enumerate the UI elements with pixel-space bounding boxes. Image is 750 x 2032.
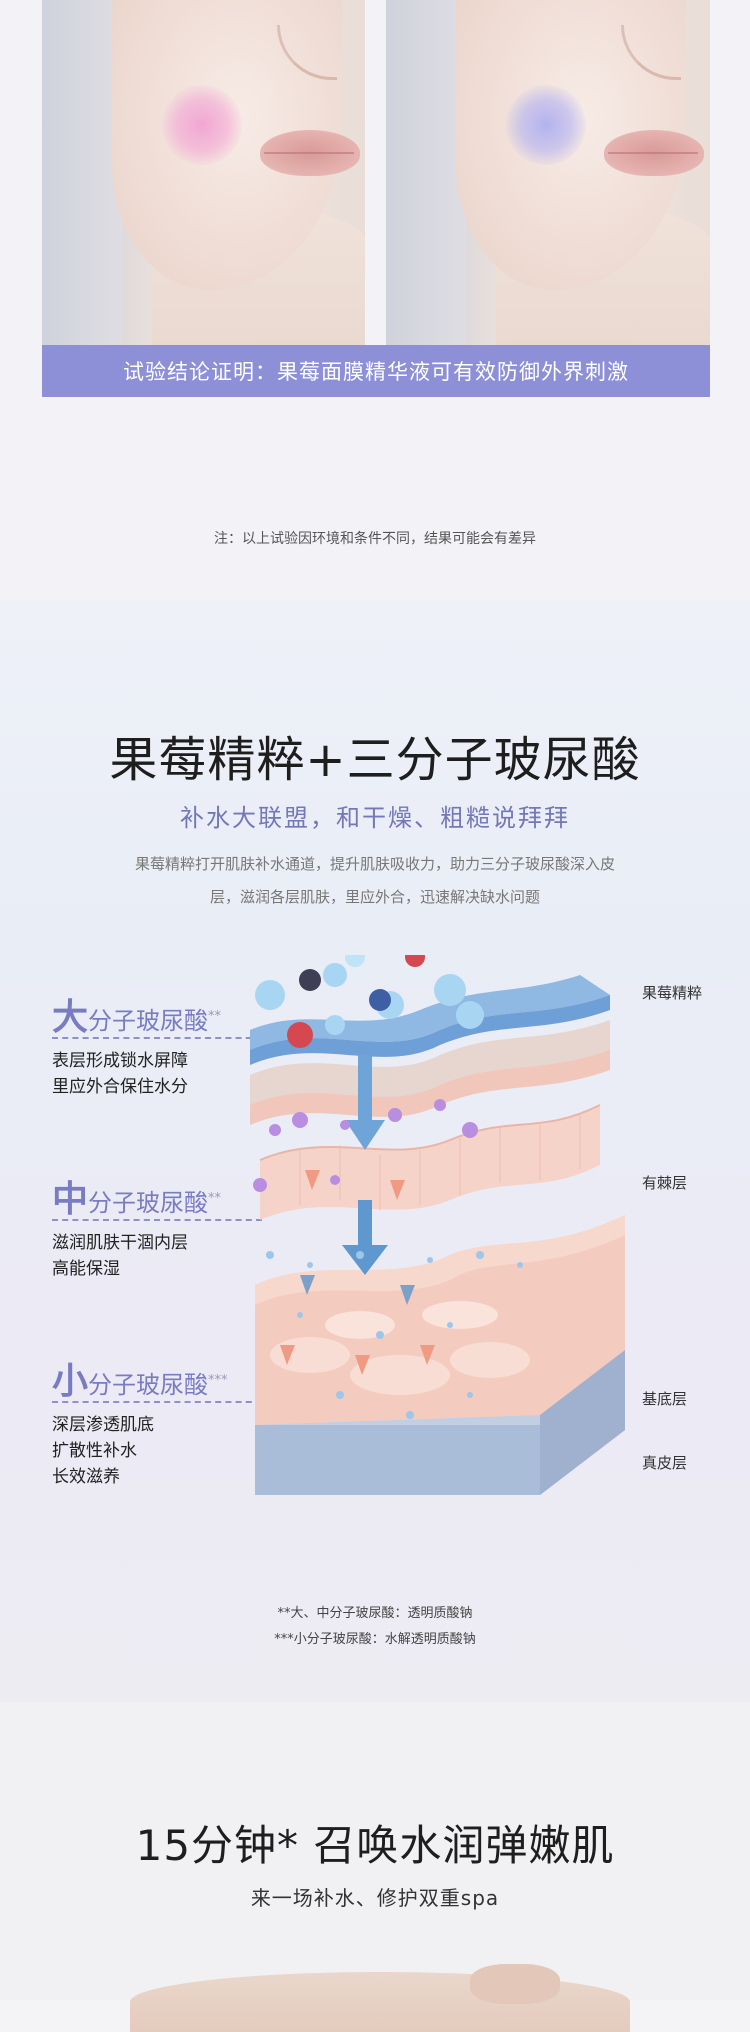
after-face-photo [386, 0, 710, 345]
section-title: 果莓精粹+三分子玻尿酸 [109, 732, 641, 788]
large-molecule-label: 大分子玻尿酸** [52, 997, 222, 1038]
small-molecule-label: 小分子玻尿酸*** [52, 1361, 228, 1402]
footnote-large-medium: **大、中分子玻尿酸：透明质酸钠 [277, 1606, 473, 1621]
before-face-photo [42, 0, 365, 345]
small-molecule-desc: 深层渗透肌底 扩散性补水 长效滋养 [52, 1415, 154, 1487]
medium-molecule-desc: 滋润肌肤干涸内层 高能保湿 [52, 1233, 188, 1279]
label-spinous-layer: 有棘层 [642, 1174, 688, 1192]
protected-spot [506, 85, 586, 165]
skin-layer-diagram [250, 955, 625, 1495]
test-disclaimer: 注：以上试验因环境和条件不同，结果可能会有差异 [214, 531, 536, 547]
test-conclusion-banner: 试验结论证明：果莓面膜精华液可有效防御外界刺激 [42, 345, 710, 397]
medium-molecule-label: 中分子玻尿酸** [52, 1179, 222, 1220]
section-description: 果莓精粹打开肌肤补水通道，提升肌肤吸收力，助力三分子玻尿酸深入皮 层，滋润各层肌… [134, 855, 615, 906]
spa-promo-section: 15分钟* 召唤水润弹嫩肌 来一场补水、修护双重spa [0, 1702, 750, 2032]
footnote-small: ***小分子玻尿酸：水解透明质酸钠 [274, 1632, 476, 1647]
irritation-spot [162, 85, 242, 165]
label-dermis-layer: 真皮层 [642, 1454, 688, 1472]
hyaluronic-science-section: 果莓精粹+三分子玻尿酸 补水大联盟，和干燥、粗糙说拜拜 果莓精粹打开肌肤补水通道… [0, 600, 750, 1702]
promo-subtitle: 来一场补水、修护双重spa [250, 1886, 500, 1910]
promo-title: 15分钟* 召唤水润弹嫩肌 [135, 1821, 615, 1870]
label-basal-layer: 基底层 [642, 1390, 688, 1408]
section-subtitle: 补水大联盟，和干燥、粗糙说拜拜 [180, 804, 570, 832]
label-berry-essence: 果莓精粹 [642, 984, 703, 1002]
test-result-section: 试验结论证明：果莓面膜精华液可有效防御外界刺激 注：以上试验因环境和条件不同，结… [0, 0, 750, 600]
large-molecule-desc: 表层形成锁水屏障 里应外合保住水分 [52, 1051, 188, 1097]
